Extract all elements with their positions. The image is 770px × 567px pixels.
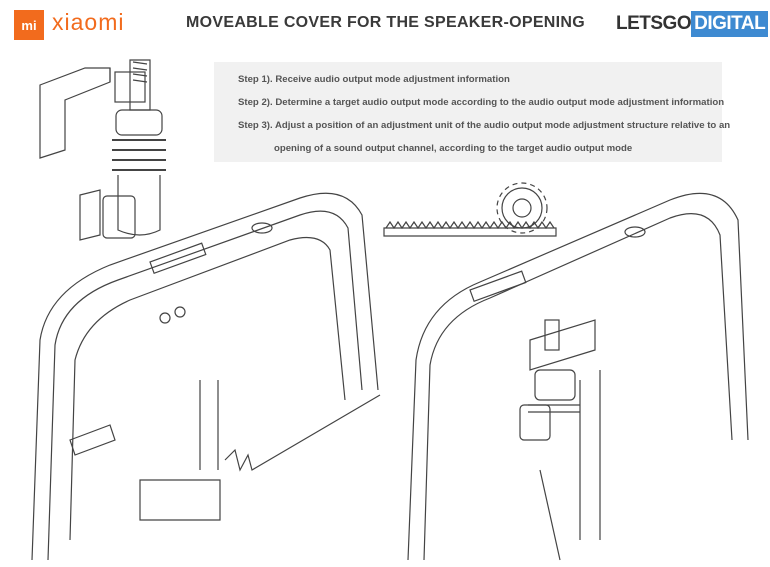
- steps-panel: Step 1). Receive audio output mode adjus…: [214, 62, 730, 162]
- xiaomi-logo-mark: mi: [14, 10, 44, 40]
- step-3: Step 3). Adjust a position of an adjustm…: [238, 120, 731, 131]
- page-title: MOVEABLE COVER FOR THE SPEAKER-OPENING: [186, 14, 585, 31]
- phone-frame-left: [31, 192, 381, 561]
- step-1: Step 1). Receive audio output mode adjus…: [238, 74, 510, 85]
- step-2: Step 2). Determine a target audio output…: [238, 97, 725, 108]
- xiaomi-logo-text: xiaomi: [52, 9, 125, 35]
- rack-and-gear: [383, 182, 557, 237]
- step-3-continued: opening of a sound output channel, accor…: [274, 143, 633, 154]
- logo-part-letsgo: LETSGO: [616, 13, 692, 34]
- letsgodigital-logo: LETSGO DIGITAL: [616, 11, 769, 37]
- phone-frame-right: [407, 192, 749, 561]
- logo-part-digital: DIGITAL: [691, 11, 769, 37]
- speaker-cover-assembly: [39, 59, 166, 241]
